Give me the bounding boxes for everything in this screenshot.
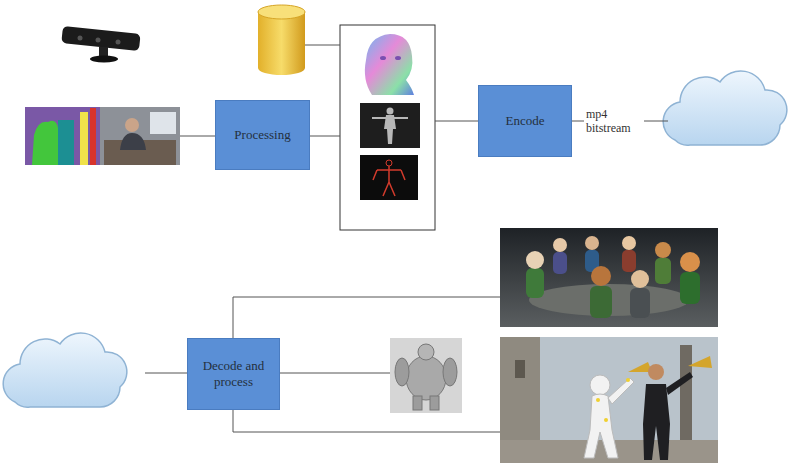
skeleton-panel — [360, 155, 418, 200]
skeleton-bones — [373, 166, 405, 196]
depth-region — [58, 120, 74, 165]
wire — [305, 45, 340, 46]
mannequin-arm — [608, 378, 634, 404]
player-body — [643, 384, 670, 460]
face-mesh — [365, 34, 414, 95]
skeleton-head — [386, 160, 392, 166]
model-background — [390, 338, 462, 413]
image-background — [500, 337, 718, 463]
wire — [233, 297, 500, 338]
edge-label: mp4 bitstream — [584, 107, 644, 136]
avatar — [526, 251, 544, 298]
process-box: Decode and process — [187, 338, 280, 410]
color-image — [100, 107, 180, 165]
avatar — [585, 236, 599, 272]
sensor-neck — [99, 47, 108, 57]
body-panel — [360, 103, 420, 148]
network-cloud — [3, 333, 127, 407]
box-text: Encode — [506, 113, 545, 129]
cylinder-top — [258, 5, 305, 19]
marker-dot — [626, 378, 630, 382]
process-box: Encode — [478, 85, 572, 157]
player-head — [648, 364, 664, 380]
cylinder-body — [258, 12, 305, 68]
sensor-base — [90, 56, 118, 63]
monitor — [150, 112, 176, 134]
capture-strip — [25, 107, 180, 165]
body-figure — [372, 115, 408, 144]
avatar — [630, 270, 650, 318]
motion-capture-image — [500, 337, 718, 463]
wire — [435, 121, 478, 122]
avatar — [622, 236, 636, 272]
trumpet — [688, 356, 712, 368]
database-cylinder — [258, 5, 305, 75]
process-box: Processing — [215, 100, 310, 170]
person-body — [120, 133, 146, 150]
skeleton-model — [360, 155, 418, 200]
body-model — [360, 103, 420, 148]
player-arm — [666, 372, 693, 395]
window — [515, 360, 525, 378]
data-container — [340, 25, 435, 230]
wires — [145, 45, 668, 432]
wire — [310, 136, 340, 137]
model-arm — [395, 358, 409, 386]
model-head — [418, 344, 434, 360]
cylinder-bottom — [258, 61, 305, 75]
depth-stripe — [90, 108, 96, 165]
avatar-meeting-image — [500, 228, 718, 327]
face-eye — [395, 56, 401, 60]
avatar — [590, 266, 612, 318]
sensor-lens — [78, 36, 83, 41]
box-text: Processing — [234, 127, 290, 143]
body-head — [387, 108, 394, 115]
marker-dot — [596, 398, 600, 402]
avatar — [553, 238, 567, 274]
network-cloud — [663, 71, 787, 145]
model-leg — [430, 396, 439, 410]
face-shape — [365, 34, 414, 95]
mannequin-head — [590, 375, 610, 395]
avatar — [655, 242, 671, 284]
model-arm — [443, 358, 457, 386]
kinect-sensor — [61, 26, 140, 63]
wire — [233, 410, 500, 432]
wire — [145, 373, 187, 374]
depth-image — [25, 107, 100, 165]
model-leg — [413, 396, 422, 410]
character-model — [390, 338, 462, 413]
face-eye — [380, 56, 386, 60]
depth-stripe — [80, 112, 88, 165]
person-head — [125, 118, 139, 132]
wire — [280, 373, 390, 374]
sensor-lens — [96, 38, 101, 43]
image-background — [500, 228, 718, 327]
box-text: Decode and process — [196, 358, 271, 391]
avatar — [680, 252, 700, 304]
wire — [180, 136, 215, 137]
marker-dot — [604, 418, 608, 422]
sensor-lens — [116, 40, 121, 45]
model-torso — [406, 356, 446, 400]
